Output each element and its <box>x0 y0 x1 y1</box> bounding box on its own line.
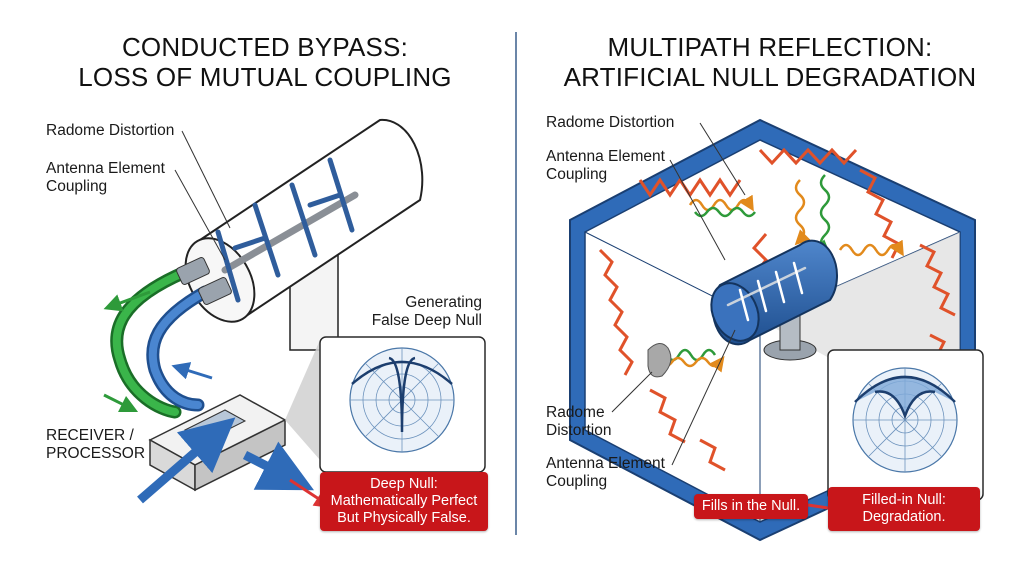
label-antenna-coupling-right-bottom: Antenna Element Coupling <box>546 455 665 491</box>
label-antenna-coupling-left: Antenna Element Coupling <box>46 160 165 196</box>
label-antenna-coupling-right-top: Antenna Element Coupling <box>546 148 665 184</box>
callout-deep-null-line-3: But Physically False. <box>337 510 471 526</box>
callout-arrow-right <box>807 503 829 510</box>
leader-radome <box>181 130 231 229</box>
callout-fills-null: Fills in the Null. <box>694 494 808 519</box>
label-radome-distortion-left: Radome Distortion <box>46 122 175 139</box>
right-diagram <box>569 118 984 542</box>
label-receiver-line-2: PROCESSOR <box>46 445 146 462</box>
callout-filled-null-line-2: Degradation. <box>862 509 946 525</box>
label-radome-distortion-right-top: Radome Distortion <box>546 114 675 131</box>
callout-arrow-left <box>289 478 333 508</box>
callout-deep-null-line-1: Deep Null: <box>370 476 438 492</box>
label-antenna-coupling-right-top-line-1: Antenna Element <box>546 148 665 165</box>
callout-deep-null-line-2: Mathematically Perfect <box>330 493 478 509</box>
callout-filled-null: Filled-in Null: Degradation. <box>828 487 980 531</box>
callout-deep-null: Deep Null: Mathematically Perfect But Ph… <box>320 472 488 531</box>
deep-null-inset <box>319 336 486 473</box>
label-generating-line-2: False Deep Null <box>371 312 482 329</box>
left-title-line-1: CONDUCTED BYPASS: <box>121 32 409 62</box>
label-radome-bottom-line-1: Radome <box>546 404 605 421</box>
leader-radome-top <box>699 122 746 196</box>
callout-filled-null-line-1: Filled-in Null: <box>862 492 946 508</box>
projection-cone <box>285 340 320 460</box>
signal-arrow-blue <box>171 362 213 380</box>
label-antenna-coupling-left-line-1: Antenna Element <box>46 160 165 177</box>
scatterer <box>647 343 672 378</box>
right-title-line-1: MULTIPATH REFLECTION: <box>607 32 933 62</box>
left-title: CONDUCTED BYPASS: LOSS OF MUTUAL COUPLIN… <box>60 32 470 92</box>
label-radome-bottom-line-2: Distortion <box>546 422 612 439</box>
right-title-line-2: ARTIFICIAL NULL DEGRADATION <box>563 62 977 92</box>
label-generating-line-1: Generating <box>405 294 482 311</box>
antenna-array <box>215 157 359 303</box>
label-radome-distortion-right-bottom: Radome Distortion <box>546 404 611 440</box>
label-coupling-bottom-line-1: Antenna Element <box>546 455 665 472</box>
output-arrow <box>242 441 315 491</box>
label-receiver-line-1: RECEIVER / <box>46 427 134 444</box>
leader-coupling-bottom <box>671 329 736 466</box>
filled-null-inset <box>827 349 984 501</box>
leader-radome-bottom <box>611 371 653 413</box>
antenna-cylinder <box>710 239 838 346</box>
input-arrow <box>137 417 236 504</box>
leader-coupling <box>174 169 226 261</box>
left-title-line-2: LOSS OF MUTUAL COUPLING <box>78 62 452 92</box>
signal-arrow-green-up <box>103 290 151 312</box>
label-antenna-coupling-right-top-line-2: Coupling <box>546 166 608 183</box>
leader-coupling-top <box>669 159 726 261</box>
signal-arrow-green-down <box>103 393 139 413</box>
right-title: MULTIPATH REFLECTION: ARTIFICIAL NULL DE… <box>560 32 980 92</box>
left-diagram <box>103 118 486 508</box>
label-receiver-processor: RECEIVER / PROCESSOR <box>46 427 145 463</box>
label-antenna-coupling-left-line-2: Coupling <box>46 178 108 195</box>
label-generating-null: Generating False Deep Null <box>370 294 482 330</box>
label-coupling-bottom-line-2: Coupling <box>546 473 608 490</box>
